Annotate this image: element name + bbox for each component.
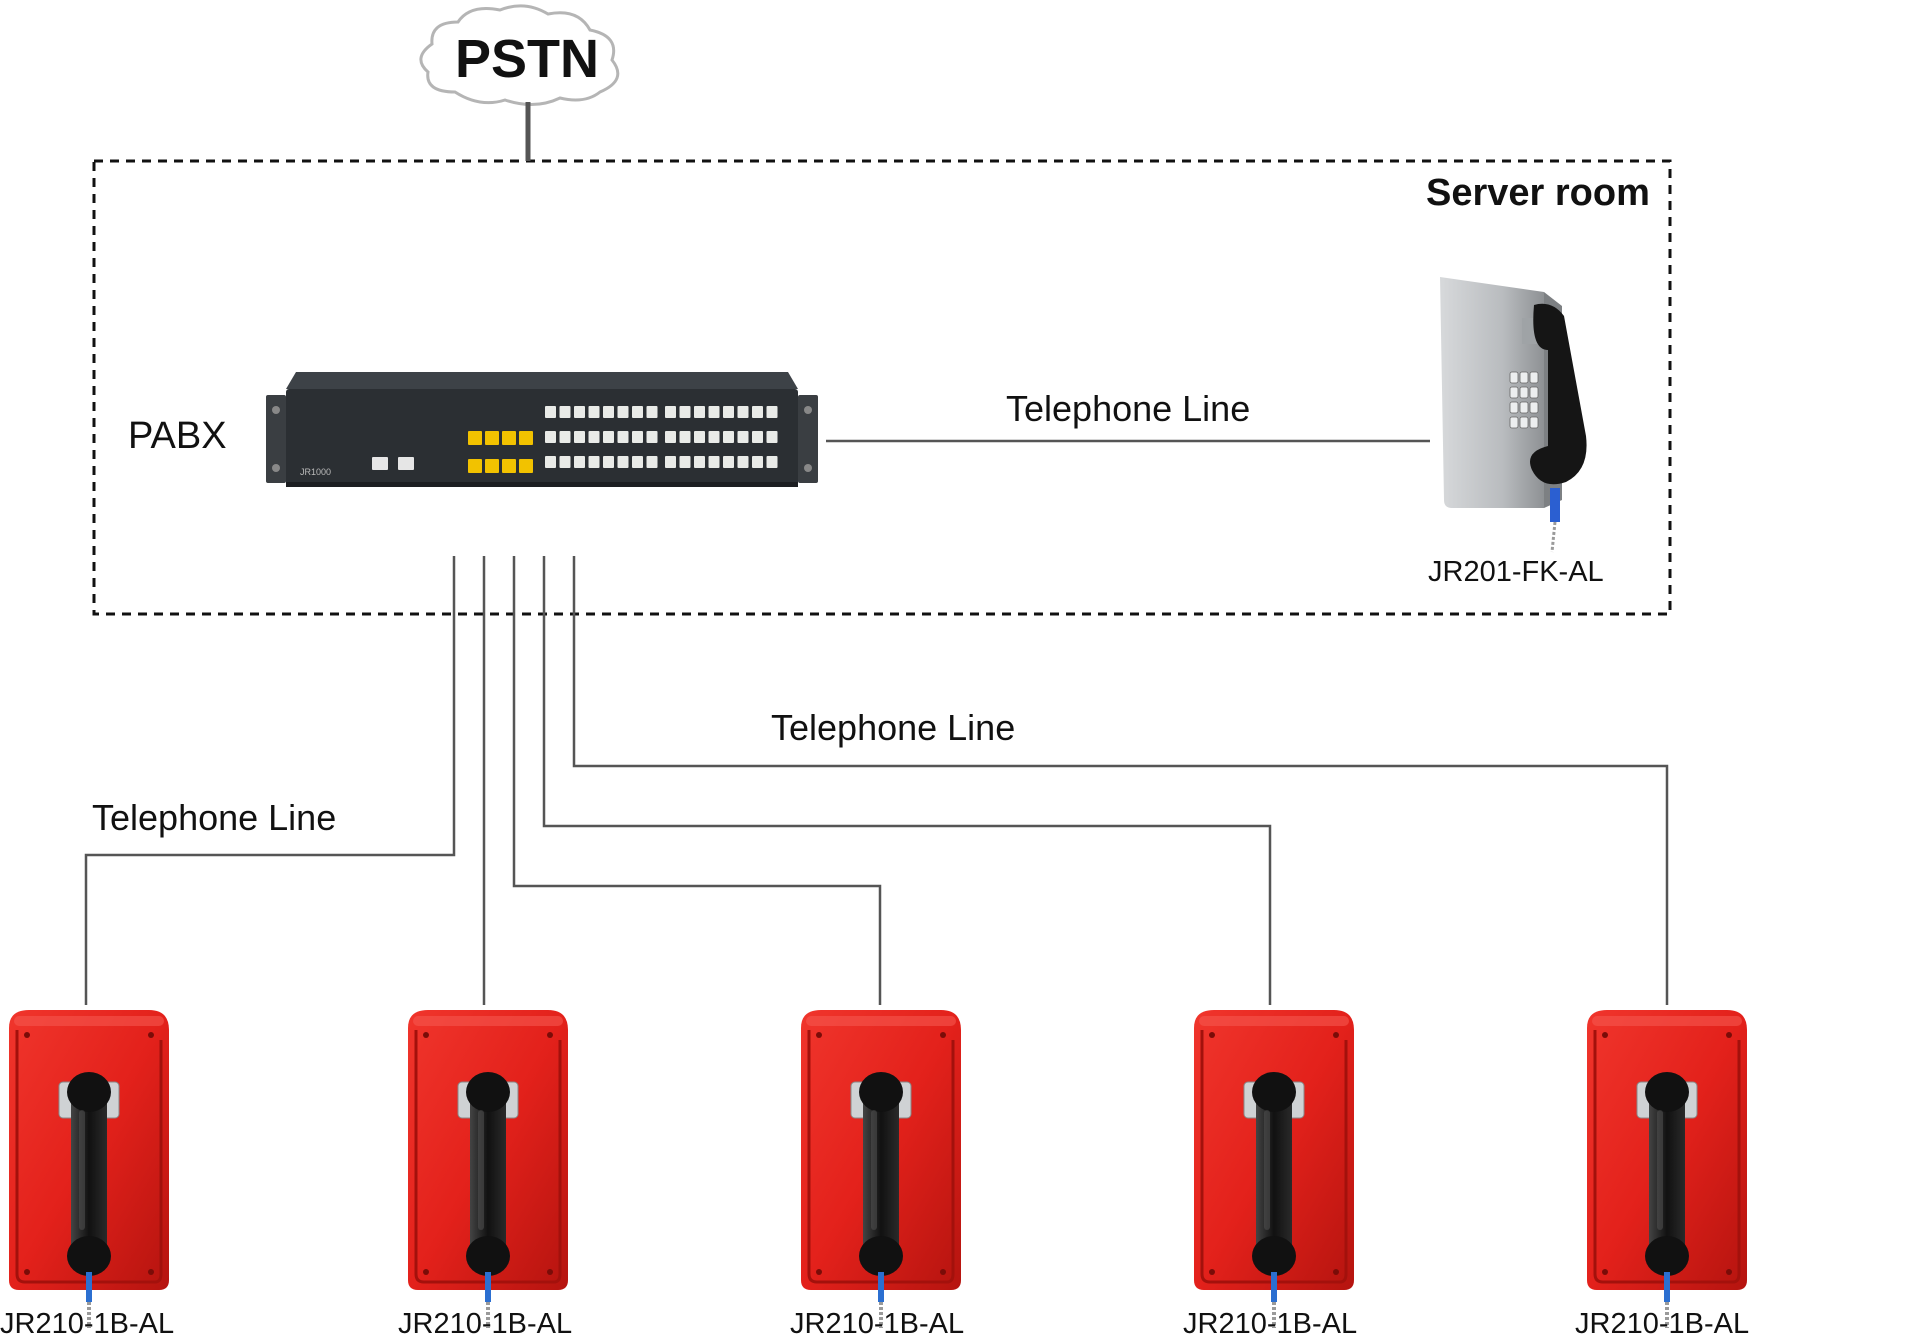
telephone-line-label-middle: Telephone Line: [771, 707, 1016, 748]
field-phone-1-icon: [7, 1008, 171, 1330]
pstn-cloud-icon: [419, 4, 620, 106]
server-room-title: Server room: [1426, 172, 1650, 214]
pstn-label: PSTN: [455, 29, 600, 89]
telephone-line-label-left: Telephone Line: [92, 797, 337, 838]
wire-pabx-to-phone-5: [572, 556, 1669, 1005]
svg-text:JR1000: JR1000: [300, 467, 331, 477]
field-phone-2-icon: [406, 1008, 570, 1330]
pabx-device: [266, 372, 818, 487]
wire-pabx-to-phone-4: [542, 556, 1272, 1005]
pabx-label: PABX: [128, 415, 227, 457]
server-phone-model-label: JR201-FK-AL: [1428, 556, 1604, 588]
field-phone-4-model-label: JR210-1B-AL: [1183, 1308, 1358, 1340]
telephone-lines: [84, 439, 1669, 1005]
wire-pabx-to-phone-3: [512, 556, 882, 1005]
server-phone-icon: [1440, 277, 1587, 553]
field-phone-1-model-label: JR210-1B-AL: [0, 1308, 175, 1340]
field-phone-3-icon: [799, 1008, 963, 1330]
wire-pabx-to-phone-1: [84, 556, 456, 1005]
telephone-line-label-server: Telephone Line: [1006, 388, 1251, 429]
field-phone-2-model-label: JR210-1B-AL: [398, 1308, 573, 1340]
field-phone-3-model-label: JR210-1B-AL: [790, 1308, 965, 1340]
server-room-boundary: [92, 159, 1672, 616]
field-phone-5-icon: [1585, 1008, 1749, 1330]
field-phone-4-icon: [1192, 1008, 1356, 1330]
field-phone-5-model-label: JR210-1B-AL: [1575, 1308, 1750, 1340]
